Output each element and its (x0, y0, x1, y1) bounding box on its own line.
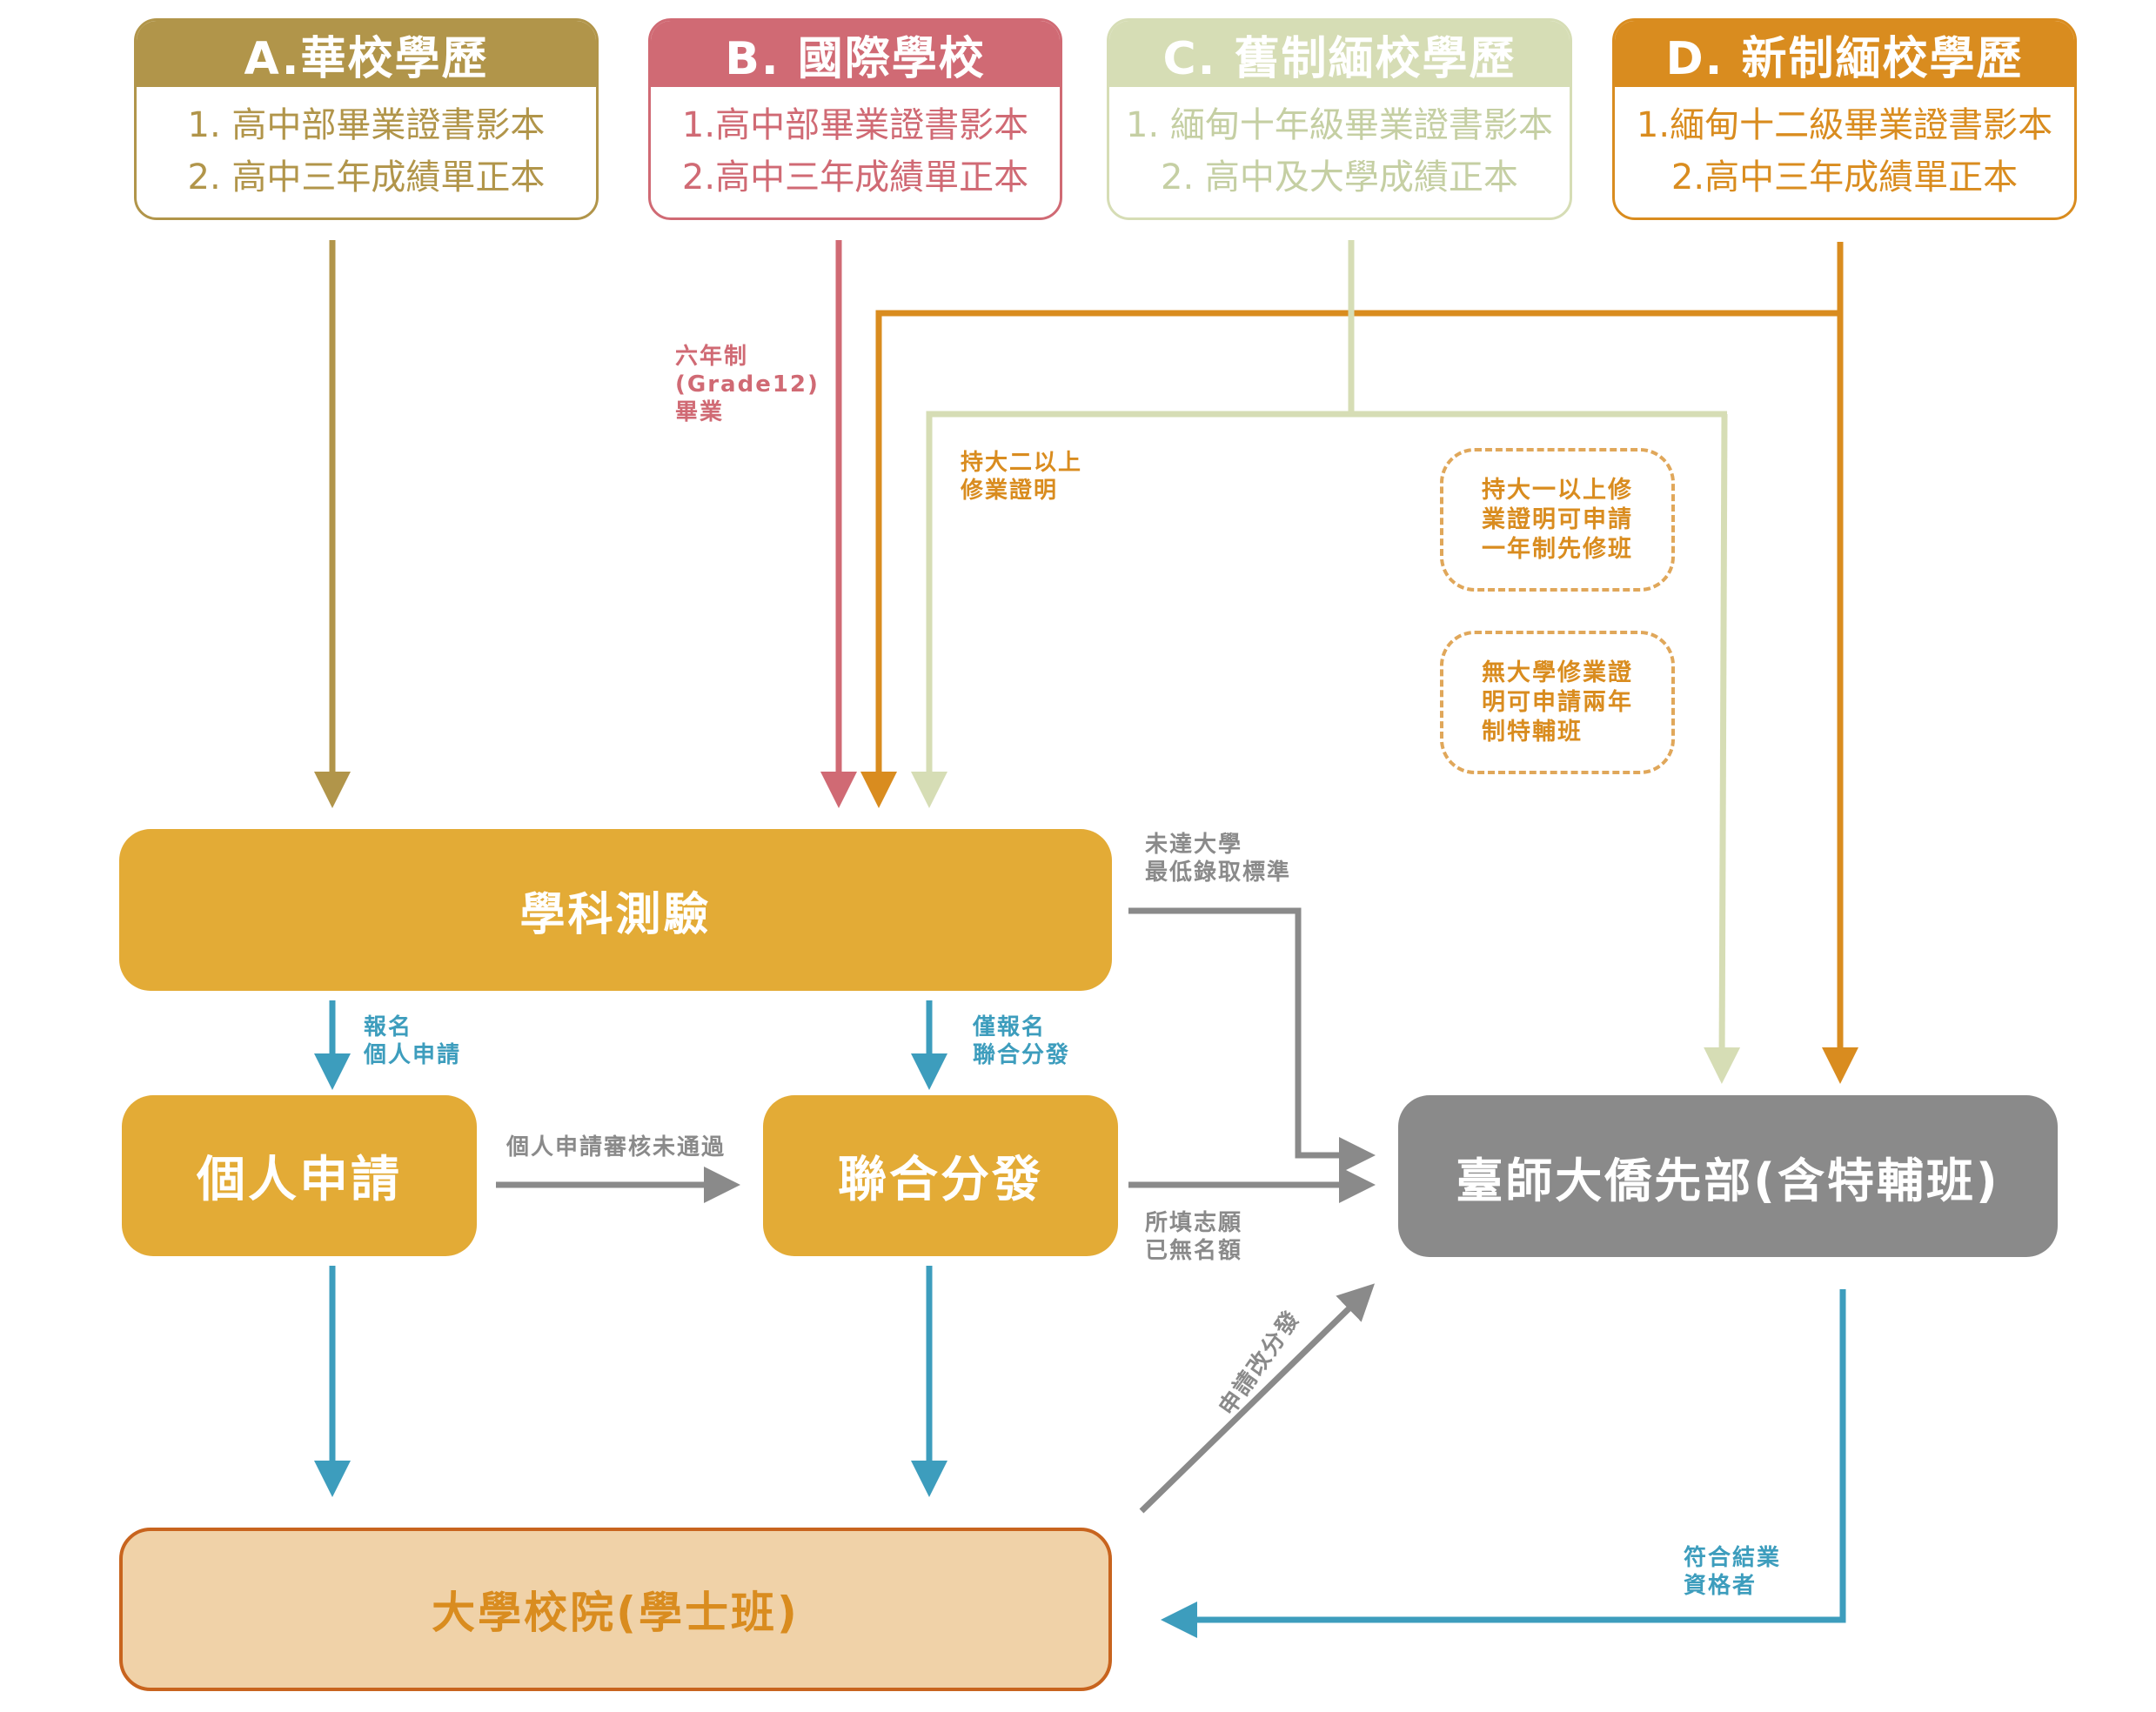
arrow-exam-to-ntnu (1128, 907, 1376, 1174)
source-box-d: D. 新制緬校學歷 1.緬甸十二級畢業證書影本 2.高中三年成績單正本 (1612, 18, 2077, 220)
source-box-a: A.華校學歷 1. 高中部畢業證書影本 2. 高中三年成績單正本 (134, 18, 599, 220)
label-register-joint: 僅報名 聯合分發 (973, 1014, 1071, 1068)
note-year1-prep: 持大一以上修 業證明可申請 一年制先修班 (1440, 448, 1675, 592)
node-subject-exam: 學科測驗 (119, 829, 1112, 991)
label-register-apply: 報名 個人申請 (364, 1014, 462, 1068)
source-box-c: C. 舊制緬校學歷 1. 緬甸十年級畢業證書影本 2. 高中及大學成績正本 (1107, 18, 1572, 220)
source-a-title: A.華校學歷 (137, 21, 596, 87)
source-a-item-1: 1. 高中部畢業證書影本 (187, 105, 546, 145)
source-box-b: B. 國際學校 1.高中部畢業證書影本 2.高中三年成績單正本 (648, 18, 1062, 220)
source-c-item-2: 2. 高中及大學成績正本 (1161, 157, 1518, 197)
node-university-bachelor: 大學校院(學士班) (119, 1528, 1112, 1691)
node-ntnu-prep-division: 臺師大僑先部(含特輔班) (1398, 1095, 2058, 1257)
label-below-min: 未達大學 最低錄取標準 (1145, 832, 1292, 886)
source-b-title: B. 國際學校 (651, 21, 1060, 87)
source-b-item-1: 1.高中部畢業證書影本 (681, 105, 1029, 145)
note-year1-text: 持大一以上修 業證明可申請 一年制先修班 (1482, 476, 1633, 563)
arrow-c-to-ntnu (1704, 413, 1741, 1084)
label-grade12: 六年制 (Grade12) 畢業 (675, 344, 820, 425)
arrow-c-to-exam (911, 411, 1727, 808)
note-two-year-text: 無大學修業證 明可申請兩年 制特輔班 (1482, 659, 1633, 746)
source-d-item-2: 2.高中三年成績單正本 (1671, 157, 2019, 197)
source-c-title: C. 舊制緬校學歷 (1109, 21, 1570, 87)
label-year2-cert: 持大二以上 修業證明 (961, 450, 1083, 504)
source-b-item-2: 2.高中三年成績單正本 (681, 157, 1029, 197)
source-a-item-2: 2. 高中三年成績單正本 (187, 157, 546, 197)
arrow-d-to-exam (860, 310, 1840, 808)
node-joint-allocation: 聯合分發 (763, 1095, 1118, 1256)
label-apply-fail: 個人申請審核未通過 (506, 1134, 726, 1160)
arrow-univ-to-ntnu (1139, 1283, 1376, 1514)
label-no-quota: 所填志願 已無名額 (1145, 1210, 1243, 1264)
label-graduate: 符合結業 資格者 (1684, 1545, 1782, 1599)
node-personal-application: 個人申請 (122, 1095, 477, 1256)
arrow-ntnu-to-univ (1161, 1289, 1846, 1638)
source-d-item-1: 1.緬甸十二級畢業證書影本 (1636, 105, 2053, 145)
source-d-title: D. 新制緬校學歷 (1615, 21, 2074, 87)
source-c-item-1: 1. 緬甸十年級畢業證書影本 (1126, 105, 1553, 145)
note-two-year-special: 無大學修業證 明可申請兩年 制特輔班 (1440, 631, 1675, 774)
